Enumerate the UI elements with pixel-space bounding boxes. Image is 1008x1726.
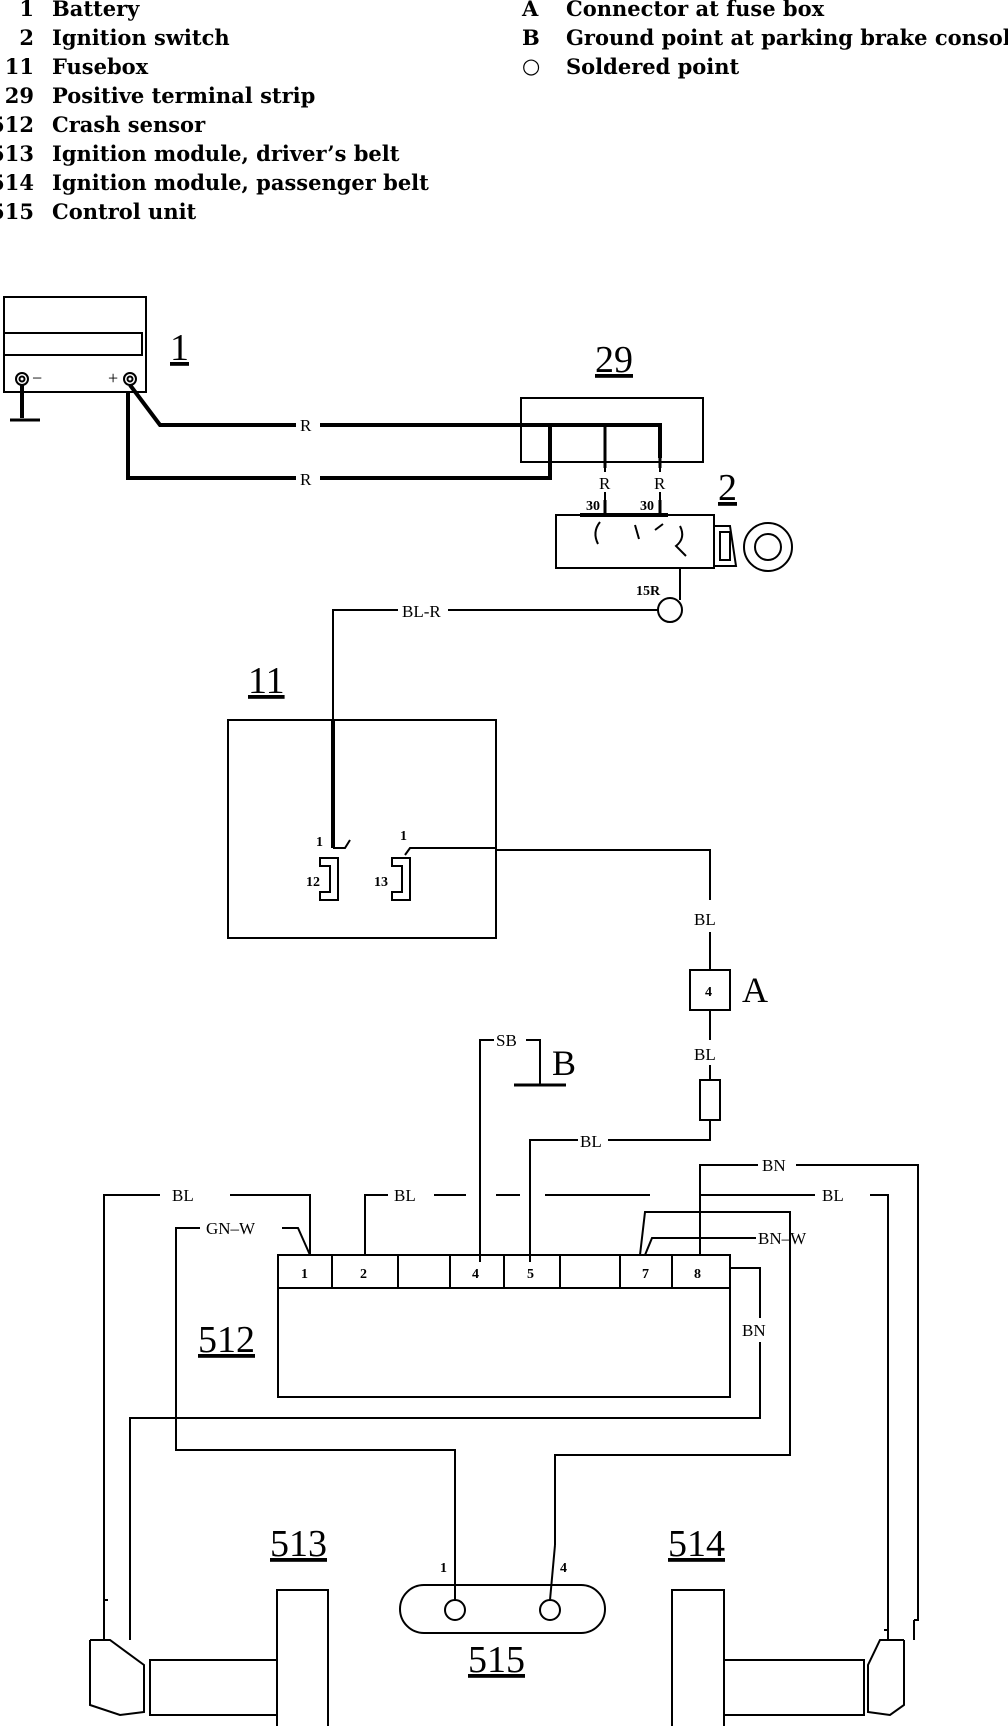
sensor-pin: 4 [472,1267,479,1282]
soldered-point-icon: ○ [522,54,541,78]
wire-label-bl-r: BL-R [402,602,441,621]
sensor-pin: 1 [301,1267,308,1282]
legend-item: ○Soldered point [522,54,740,79]
wire-label-bn-top: BN [762,1156,786,1175]
connector-a-pin: 4 [705,985,712,1000]
passenger-module-label: 514 [668,1523,725,1565]
wire-label-gn-w: GN–W [206,1219,256,1238]
ignition-switch [555,500,793,623]
wire-bl-mid [364,1194,889,1631]
legend-item: 513Ignition module, driver’s belt [0,141,400,166]
legend-item: 515Control unit [0,199,197,224]
wire-label-bl-right: BL [822,1186,844,1205]
battery-label: 1 [170,327,189,369]
legend-item: 512Crash sensor [0,112,206,137]
wire-label-bn-w: BN–W [758,1229,807,1248]
wire-label-r-top: R [300,416,312,435]
wire-bn-top [699,1164,919,1621]
terminal-strip-label: 29 [595,339,633,381]
wire-label-r-bottom: R [300,470,312,489]
driver-module [89,1589,329,1726]
wire-label-bl-left: BL [172,1186,194,1205]
terminal-strip [520,397,704,500]
fusebox-label: 11 [248,660,285,702]
control-unit [399,1544,606,1634]
sensor-pin: 7 [642,1267,649,1282]
wire-label-sb: SB [496,1031,517,1050]
control-unit-label: 515 [468,1639,525,1681]
driver-module-label: 513 [270,1523,327,1565]
wire-bl-fuse [496,849,731,1262]
sensor-pin: 5 [527,1267,534,1282]
fuse-13-pin: 1 [400,829,407,844]
control-unit-pin-right: 4 [560,1561,567,1576]
wire-bl-left [103,1194,311,1601]
legend-item: 514Ignition module, passenger belt [0,170,429,195]
crash-sensor-label: 512 [198,1319,255,1361]
wire-label-r-strip-right: R [654,474,666,493]
ignition-terminal-15r: 15R [636,584,661,599]
battery-symbol [3,296,147,422]
fuse-12-label: 12 [306,875,320,890]
fuse-13-label: 13 [374,875,388,890]
fuse-12-pin: 1 [316,835,323,850]
wire-sb [479,1039,566,1262]
wire-bn-mid [129,1267,761,1610]
wire-label-bl-after-a: BL [694,1045,716,1064]
wire-label-bl-fuse: BL [694,910,716,929]
ignition-terminal-30-left: 30 [586,499,600,514]
control-unit-pin-left: 1 [440,1561,447,1576]
fusebox [227,719,497,939]
wire-label-bl-mid: BL [394,1186,416,1205]
wire-bn-w [554,1211,791,1545]
wire-label-bl-to-pin5: BL [580,1132,602,1151]
wire-label-r-strip-left: R [599,474,611,493]
ground-b-label: B [552,1043,576,1083]
battery-neg-label: − [32,368,42,388]
ignition-terminal-30-right: 30 [640,499,654,514]
wire-label-bn-mid: BN [742,1321,766,1340]
wire-gn-w [175,1227,456,1545]
passenger-module [671,1589,915,1726]
ignition-switch-label: 2 [718,467,737,509]
connector-a-label: A [742,970,768,1010]
crash-sensor [277,1254,731,1398]
sensor-pin: 2 [360,1267,367,1282]
sensor-pin: 8 [694,1267,701,1282]
battery-pos-label: + [108,368,118,388]
